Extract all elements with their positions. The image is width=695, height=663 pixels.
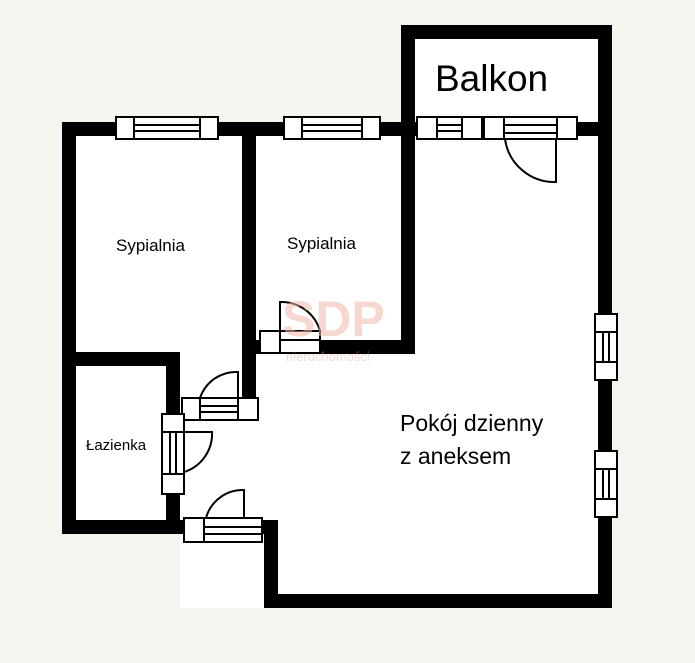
window-bedroom-2 bbox=[283, 116, 381, 140]
room-label-bedroom-2: Sypialnia bbox=[287, 234, 356, 253]
door-bathroom bbox=[161, 413, 214, 495]
door-balcony bbox=[504, 138, 557, 184]
window-living-1 bbox=[594, 313, 618, 381]
doors bbox=[161, 138, 557, 543]
door-bedroom-1 bbox=[181, 370, 259, 421]
window-living-2 bbox=[594, 450, 618, 518]
room-label-living-line1: Pokój dzienny bbox=[400, 410, 544, 436]
watermark-subtitle: nieruchomości bbox=[286, 349, 370, 364]
room-label-bathroom: Łazienka bbox=[86, 437, 147, 454]
watermark-logo: SDP bbox=[282, 291, 385, 347]
windows bbox=[115, 116, 618, 518]
door-entrance bbox=[183, 488, 263, 543]
room-label-living-line2: z aneksem bbox=[400, 443, 512, 469]
room-label-balcony: Balkon bbox=[435, 58, 549, 99]
window-bedroom-1 bbox=[115, 116, 219, 140]
balcony-window-door bbox=[416, 116, 578, 140]
room-label-bedroom-1: Sypialnia bbox=[116, 236, 185, 255]
door-bedroom-2 bbox=[259, 300, 321, 354]
